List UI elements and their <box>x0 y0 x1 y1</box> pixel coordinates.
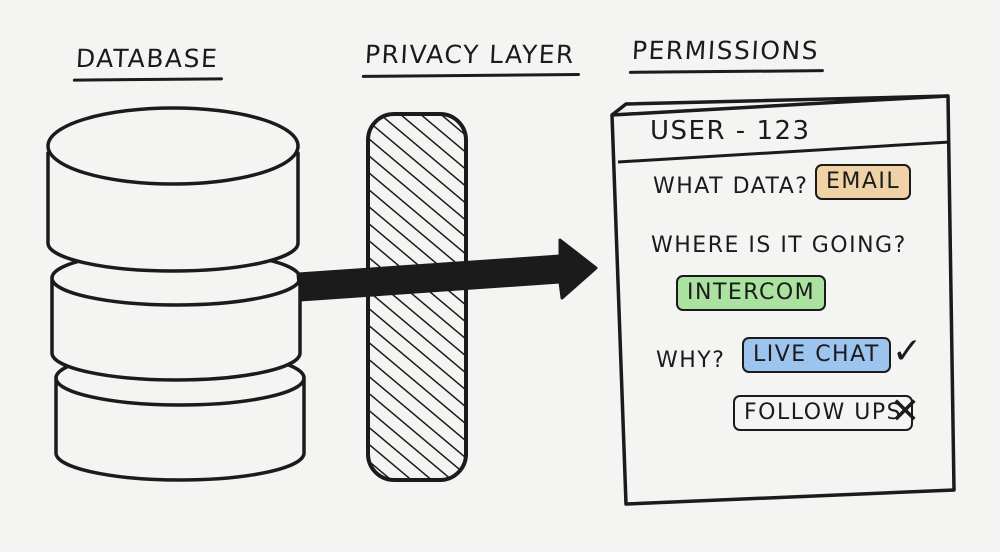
permissions-panel-frame <box>610 94 956 506</box>
cross-mark-icon: ✕ <box>890 391 921 432</box>
check-mark-icon: ✓ <box>892 331 923 372</box>
email-tag: EMAIL <box>815 164 912 200</box>
why-question: WHY? <box>656 348 726 373</box>
permissions-heading: PERMISSIONS <box>631 36 820 65</box>
privacy-layer-heading: PRIVACY LAYER <box>364 40 576 69</box>
live-chat-tag: LIVE CHAT <box>742 337 891 373</box>
what-data-question: WHAT DATA? <box>653 174 809 199</box>
user-id-label: USER - 123 <box>650 116 811 146</box>
database-heading: DATABASE <box>75 44 220 73</box>
follow-ups-tag: FOLLOW UPS <box>733 395 914 431</box>
database-cylinder-icon <box>46 106 306 482</box>
where-question: WHERE IS IT GOING? <box>651 233 907 258</box>
intercom-tag: INTERCOM <box>676 275 827 311</box>
privacy-filter-icon <box>366 112 468 482</box>
